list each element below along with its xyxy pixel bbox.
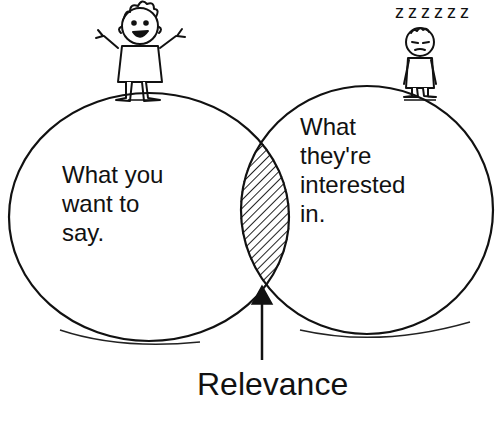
venn-circle: What you want to say. [8,92,290,342]
talking-man [96,1,185,101]
circle-text: What you want to say. [62,160,184,247]
shadow-stroke [300,322,470,337]
venn-circle: What they're interested in. [240,85,494,335]
overlap-hatching [240,85,494,335]
sleeping-man [404,28,436,97]
circle-outline [8,92,290,342]
overlap-caption: Relevance [197,366,348,403]
snore-letters: zzzzzz [395,2,473,23]
circle-outline [240,85,494,335]
circle-text: What they're interested in. [300,112,424,228]
shadow-stroke [128,99,436,101]
